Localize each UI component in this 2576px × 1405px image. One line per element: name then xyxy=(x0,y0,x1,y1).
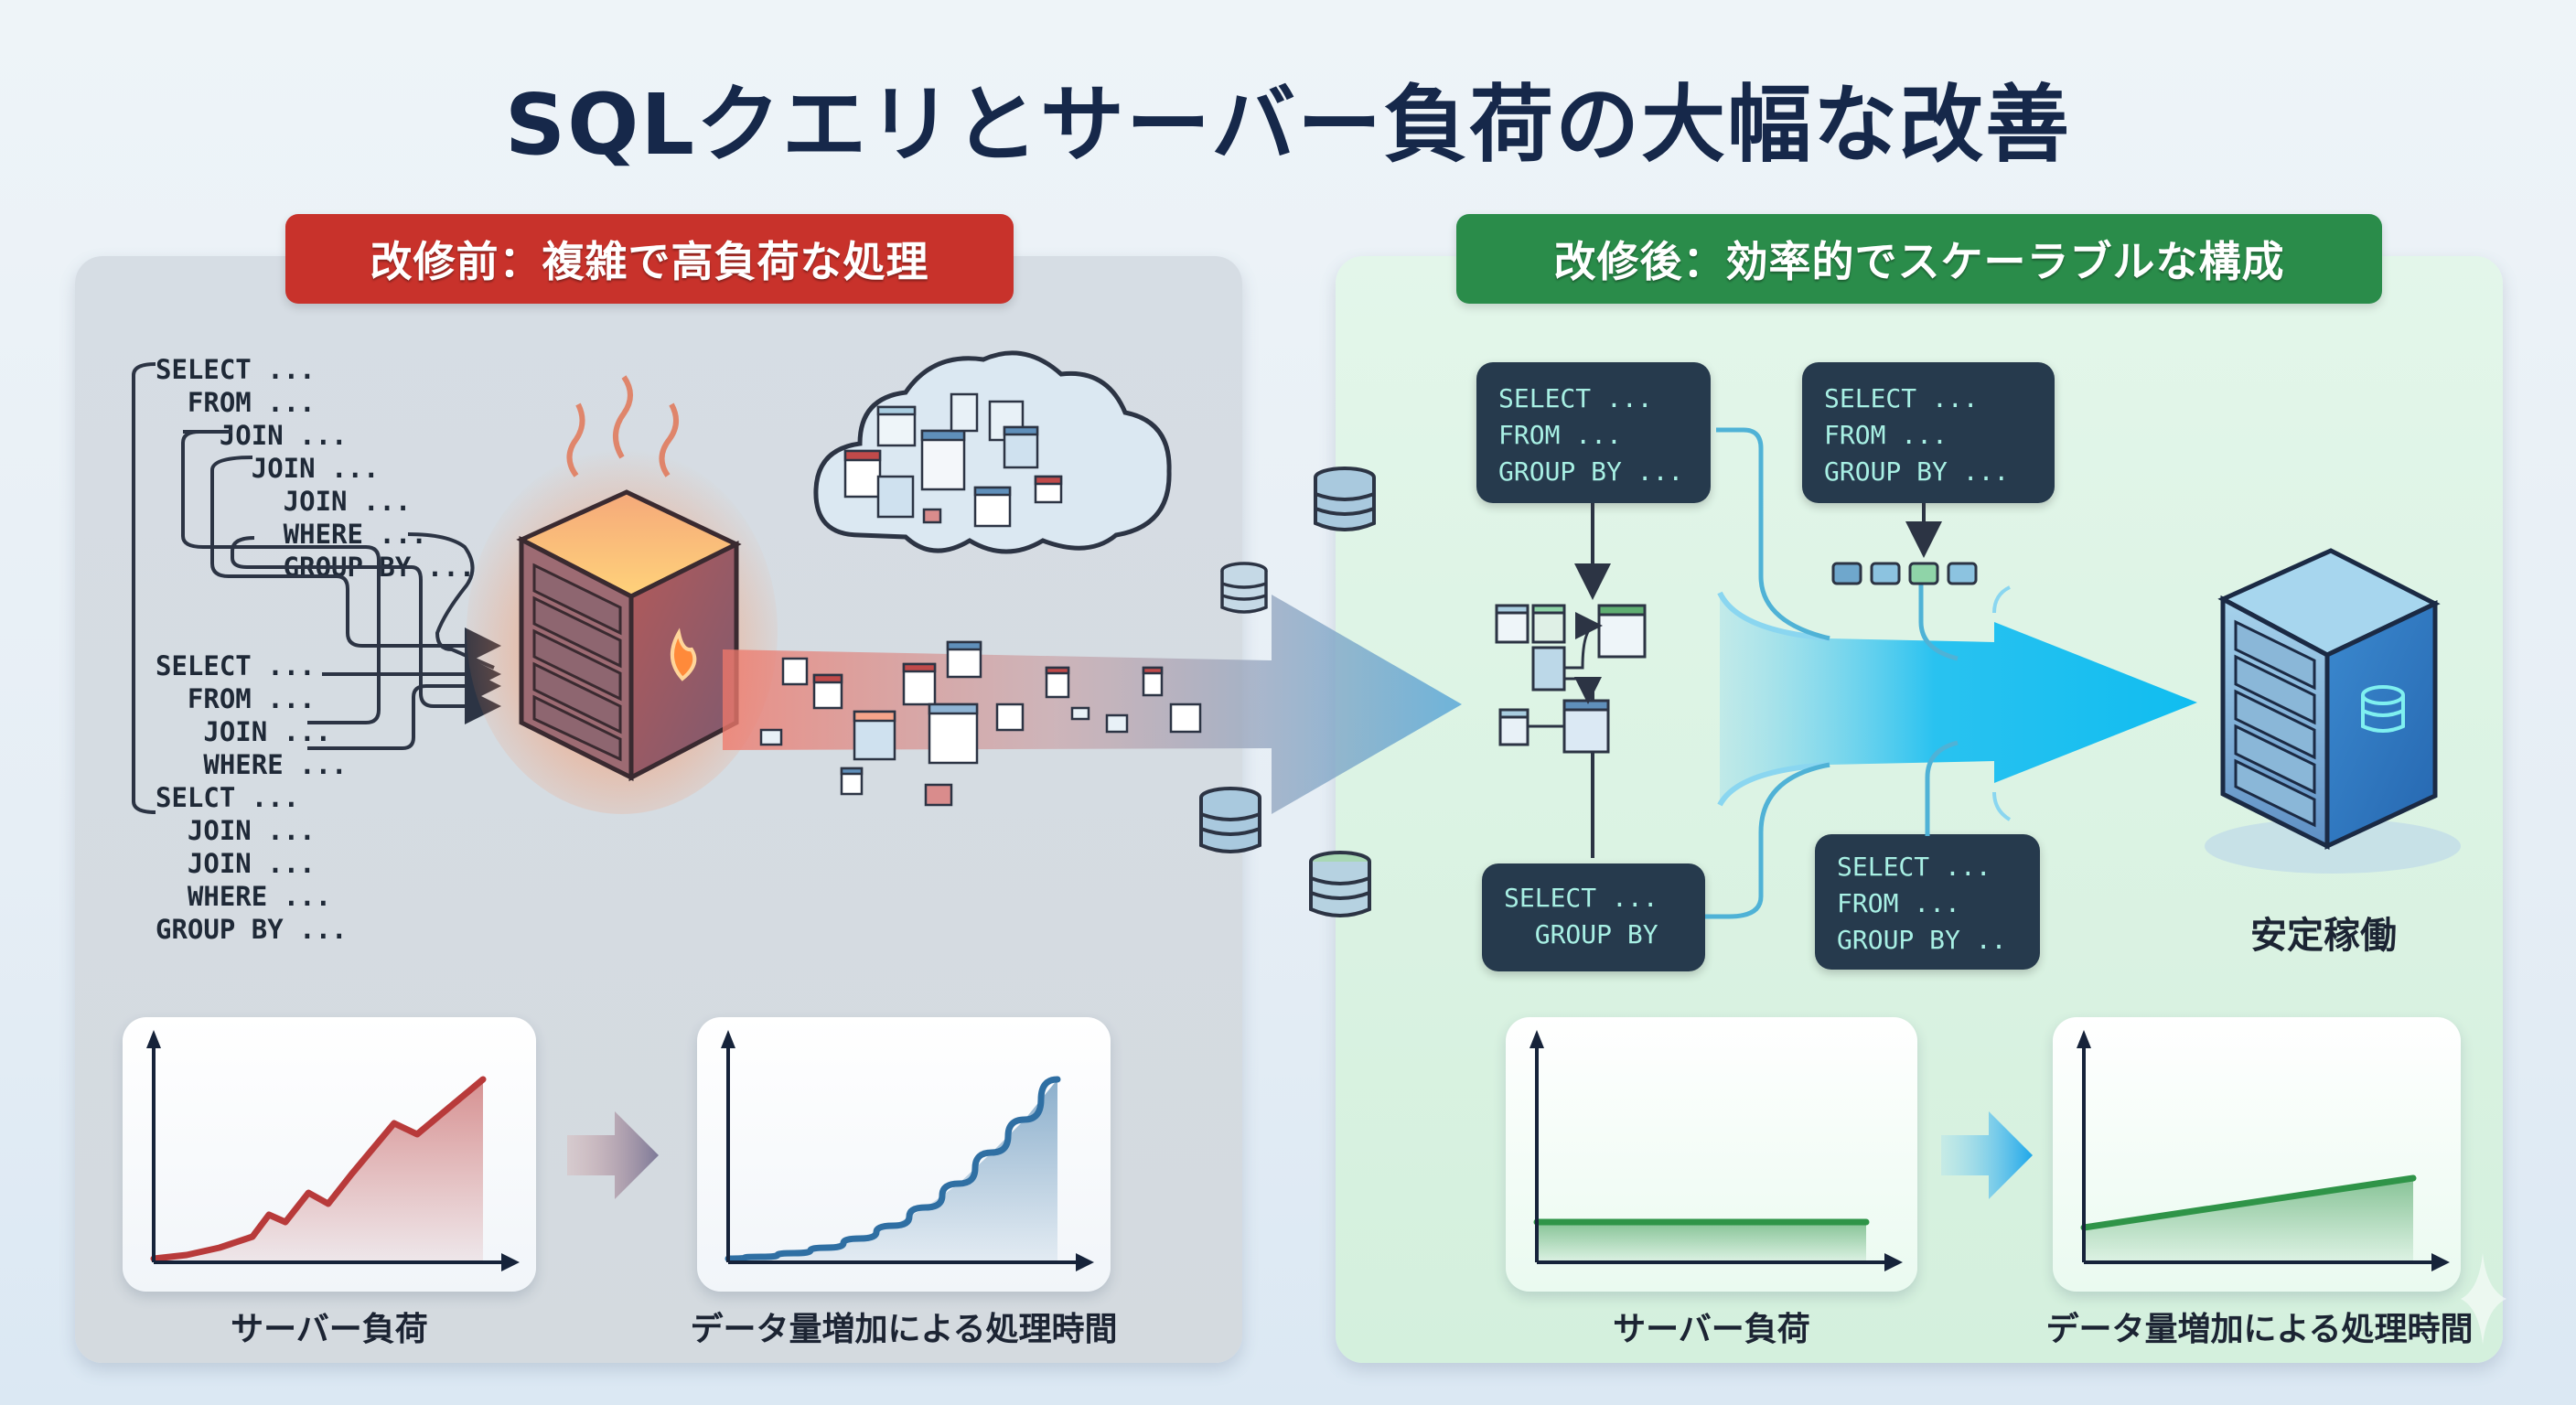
database-icon xyxy=(1199,787,1261,853)
bracket-line xyxy=(210,456,501,664)
chart-line xyxy=(2080,1174,2417,1231)
flow-line xyxy=(1918,574,1959,661)
optimized-query-box: SELECT ... GROUP BY xyxy=(1482,863,1705,971)
y-axis-arrow xyxy=(146,1030,161,1048)
x-axis-arrow xyxy=(501,1253,520,1271)
normalized-tables xyxy=(1495,604,1647,754)
database-icon xyxy=(1309,851,1371,917)
chart-label: サーバー負荷 xyxy=(231,1311,428,1348)
code-line: FROM ... xyxy=(156,387,316,418)
flow-line xyxy=(1925,740,1959,836)
code-line: WHERE ... xyxy=(156,881,332,912)
code-line: SELECT ... xyxy=(156,650,316,681)
overheating-server-icon xyxy=(467,375,778,814)
code-line: SELCT ... xyxy=(156,782,300,813)
code-line: JOIN ... xyxy=(156,815,316,846)
code-line: GROUP BY ... xyxy=(156,914,348,945)
flow-line xyxy=(1705,762,1830,919)
x-axis-arrow xyxy=(1884,1253,1903,1271)
code-line: SELECT ... xyxy=(156,354,316,385)
code-line: JOIN ... xyxy=(156,848,316,879)
flow-line xyxy=(1716,427,1830,641)
chart-area xyxy=(2084,1178,2413,1262)
chart-area xyxy=(1537,1222,1866,1262)
optimized-query-box: SELECT ... FROM ... GROUP BY ... xyxy=(1802,362,2055,503)
y-axis-arrow xyxy=(721,1030,735,1048)
data-cloud-icon xyxy=(813,350,1172,554)
y-axis-arrow xyxy=(1530,1030,1544,1048)
chart-area xyxy=(154,1079,483,1262)
optimized-query-box: SELECT ... FROM ... GROUP BY .. xyxy=(1815,834,2040,970)
sparkle-icon xyxy=(2461,1253,2506,1345)
bracket-line xyxy=(231,536,501,724)
bracket-line xyxy=(132,362,156,814)
page-title: SQLクエリとサーバー負荷の大幅な改善 xyxy=(504,76,2072,174)
chart-label: サーバー負荷 xyxy=(1613,1311,1810,1348)
x-axis-arrow xyxy=(2431,1253,2450,1271)
database-icons xyxy=(1199,467,1376,917)
database-icon xyxy=(1220,562,1268,614)
code-line: JOIN ... xyxy=(156,420,348,451)
chaotic-data-flow xyxy=(723,595,1462,814)
chart-label: データ量増加による処理時間 xyxy=(690,1311,1118,1348)
tangled-sql-code: SELECT ... FROM ... JOIN ... JOIN ... JO… xyxy=(156,353,475,946)
chart-label: データ量増加による処理時間 xyxy=(2045,1311,2474,1348)
bracket-line xyxy=(307,668,501,750)
after-badge: 改修後：効率的でスケーラブルな構成 xyxy=(1456,214,2382,304)
y-axis-arrow xyxy=(2077,1030,2091,1048)
x-axis-arrow xyxy=(1076,1253,1094,1271)
chart-area xyxy=(728,1079,1057,1262)
code-line: JOIN ... xyxy=(156,453,380,484)
database-icon xyxy=(1314,467,1376,531)
bracket-line xyxy=(181,430,381,724)
code-line: FROM ... xyxy=(156,683,316,714)
result-blocks xyxy=(1831,562,1978,585)
optimized-flow xyxy=(1495,427,2197,919)
chart-line xyxy=(150,1076,487,1262)
optimized-query-box: SELECT ... FROM ... GROUP BY ... xyxy=(1476,362,1711,503)
code-line: JOIN ... xyxy=(156,486,412,517)
transition-arrow-after xyxy=(1941,1111,2033,1199)
stable-operation-label: 安定稼働 xyxy=(2250,915,2397,957)
bracket-line xyxy=(407,532,495,670)
transition-arrow-before xyxy=(567,1111,659,1199)
code-line: WHERE ... xyxy=(156,749,348,780)
stable-server-icon xyxy=(2205,548,2461,874)
before-badge: 改修前：複雑で高負荷な処理 xyxy=(285,214,1014,304)
chart-line xyxy=(724,1076,1061,1262)
